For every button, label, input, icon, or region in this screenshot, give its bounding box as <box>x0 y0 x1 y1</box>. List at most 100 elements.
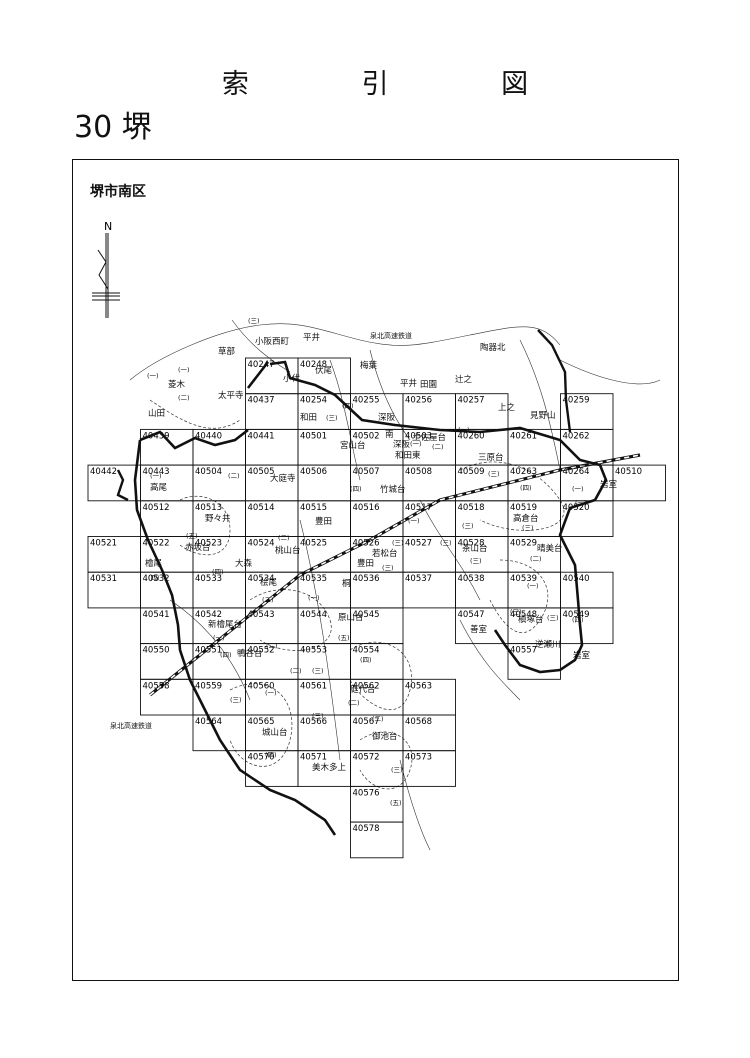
sheet-code: 40561 <box>300 681 327 691</box>
sheet-code: 40515 <box>300 503 327 513</box>
sheet-code: 40260 <box>458 431 485 441</box>
district-numeral: (三) <box>392 539 404 547</box>
sheet-code: 40526 <box>353 539 380 549</box>
district-numeral: (四) <box>572 616 584 624</box>
district-numeral: (三) <box>522 524 534 532</box>
place-name: 竹城台 <box>380 484 406 495</box>
sheet-code: 40548 <box>510 610 537 620</box>
district-numeral: (二) <box>290 667 302 675</box>
district-numeral: (一) <box>527 582 539 590</box>
place-name: 小代 <box>283 373 301 384</box>
district-numeral: (四) <box>350 485 362 493</box>
sheet-code: 40571 <box>300 753 327 763</box>
district-numeral: (三) <box>510 608 522 616</box>
sheet-code: 40519 <box>510 503 537 513</box>
sheet-code: 40553 <box>300 646 327 656</box>
sheet-code: 40541 <box>143 610 170 620</box>
sheet-code: 40542 <box>195 610 222 620</box>
sheet-code: 40528 <box>458 539 485 549</box>
sheet-code: 40261 <box>510 431 537 441</box>
district-numeral: (二) <box>372 715 384 723</box>
sheet-code: 40505 <box>248 467 275 477</box>
outer-boundary-segments <box>116 329 572 502</box>
place-name: 新檜尾台 <box>208 619 242 630</box>
district-numeral: (一) <box>178 366 190 374</box>
district-numeral: (四) <box>342 402 354 410</box>
sheet-code: 40543 <box>248 610 275 620</box>
place-name: 深阪 <box>393 440 411 450</box>
place-name: 深阪 <box>378 413 396 423</box>
place-name: 逆瀬川 <box>535 639 561 650</box>
district-numeral: (二) <box>262 596 274 604</box>
sheet-code: 40558 <box>143 681 170 691</box>
sheet-code: 40254 <box>300 396 327 406</box>
sheet-code: 40539 <box>510 574 537 584</box>
place-name: 高倉台 <box>513 513 539 524</box>
ward-label: 堺市南区 <box>90 184 146 200</box>
place-name: 御池台 <box>372 731 398 742</box>
sheet-code: 40509 <box>458 467 485 477</box>
place-name: 善室 <box>470 624 488 635</box>
sheet-code: 40247 <box>248 360 275 370</box>
page-title: 索 引 図 <box>0 62 750 101</box>
place-name: 泉北高速鉄道 <box>370 331 412 340</box>
sheet-code: 40524 <box>248 539 275 549</box>
sheet-code: 40256 <box>405 396 432 406</box>
district-numeral: (三) <box>440 539 452 547</box>
sheet-code: 40532 <box>143 574 170 584</box>
sheet-code: 40259 <box>563 396 590 406</box>
place-name: 桐 <box>342 578 351 589</box>
sheet-cell <box>560 607 614 645</box>
place-name: 赤坂台 <box>185 542 211 553</box>
district-numeral: (二) <box>178 394 190 402</box>
sheet-code: 40531 <box>90 574 117 584</box>
sheet-code: 40568 <box>405 717 432 727</box>
district-numeral: (四) <box>520 484 532 492</box>
district-numeral: (三) <box>248 317 260 325</box>
sheet-code: 40262 <box>563 431 590 441</box>
sheet-code: 40518 <box>458 503 485 513</box>
sheet-code: 40523 <box>195 539 222 549</box>
district-numeral: (五) <box>338 634 350 642</box>
place-name: 桧尾 <box>260 577 278 588</box>
place-name: 桃山台 <box>275 545 301 556</box>
sheet-code: 40547 <box>458 610 485 620</box>
sheet-code: 40506 <box>300 467 327 477</box>
place-name: 城山台 <box>262 727 288 738</box>
place-name: 晴美台 <box>537 543 563 554</box>
place-name: 原山台 <box>338 612 364 623</box>
sheet-code: 40516 <box>353 503 380 513</box>
district-numeral: (五) <box>186 532 198 540</box>
sheet-code: 40552 <box>248 646 275 656</box>
sheet-code: 40557 <box>510 646 537 656</box>
district-numeral: (一) <box>265 689 277 697</box>
district-numeral: (二) <box>348 699 360 707</box>
sheet-code: 40527 <box>405 539 432 549</box>
north-label: N <box>104 220 112 233</box>
place-name: 豊田 <box>315 516 332 527</box>
place-name: 伏尾 <box>315 365 333 376</box>
roads-layer <box>129 319 661 851</box>
page-subtitle: 30 堺 <box>74 110 152 145</box>
title-char-2: 引 <box>361 69 389 100</box>
sheet-code: 40537 <box>405 574 432 584</box>
sheet-code: 40514 <box>248 503 275 513</box>
sheet-code: 40545 <box>353 610 380 620</box>
place-name: 田園 <box>420 380 437 390</box>
sheet-code: 40263 <box>510 467 537 477</box>
sheet-code: 40255 <box>353 396 380 406</box>
sheet-code: 40566 <box>300 717 327 727</box>
district-numeral: (三) <box>382 564 394 572</box>
sheet-code: 40554 <box>353 646 380 656</box>
place-name: 平井 <box>303 332 320 343</box>
district-numeral: (四) <box>148 574 160 582</box>
sheet-code: 40264 <box>563 467 590 477</box>
place-name: 高尾 <box>150 482 168 493</box>
place-name: 太平寺 <box>218 390 244 401</box>
place-name: 茶山台 <box>462 543 488 554</box>
sheet-cell <box>350 821 404 859</box>
district-numeral: (五) <box>390 799 402 807</box>
place-name: 岩室 <box>573 650 591 661</box>
sheet-code: 40572 <box>353 753 380 763</box>
